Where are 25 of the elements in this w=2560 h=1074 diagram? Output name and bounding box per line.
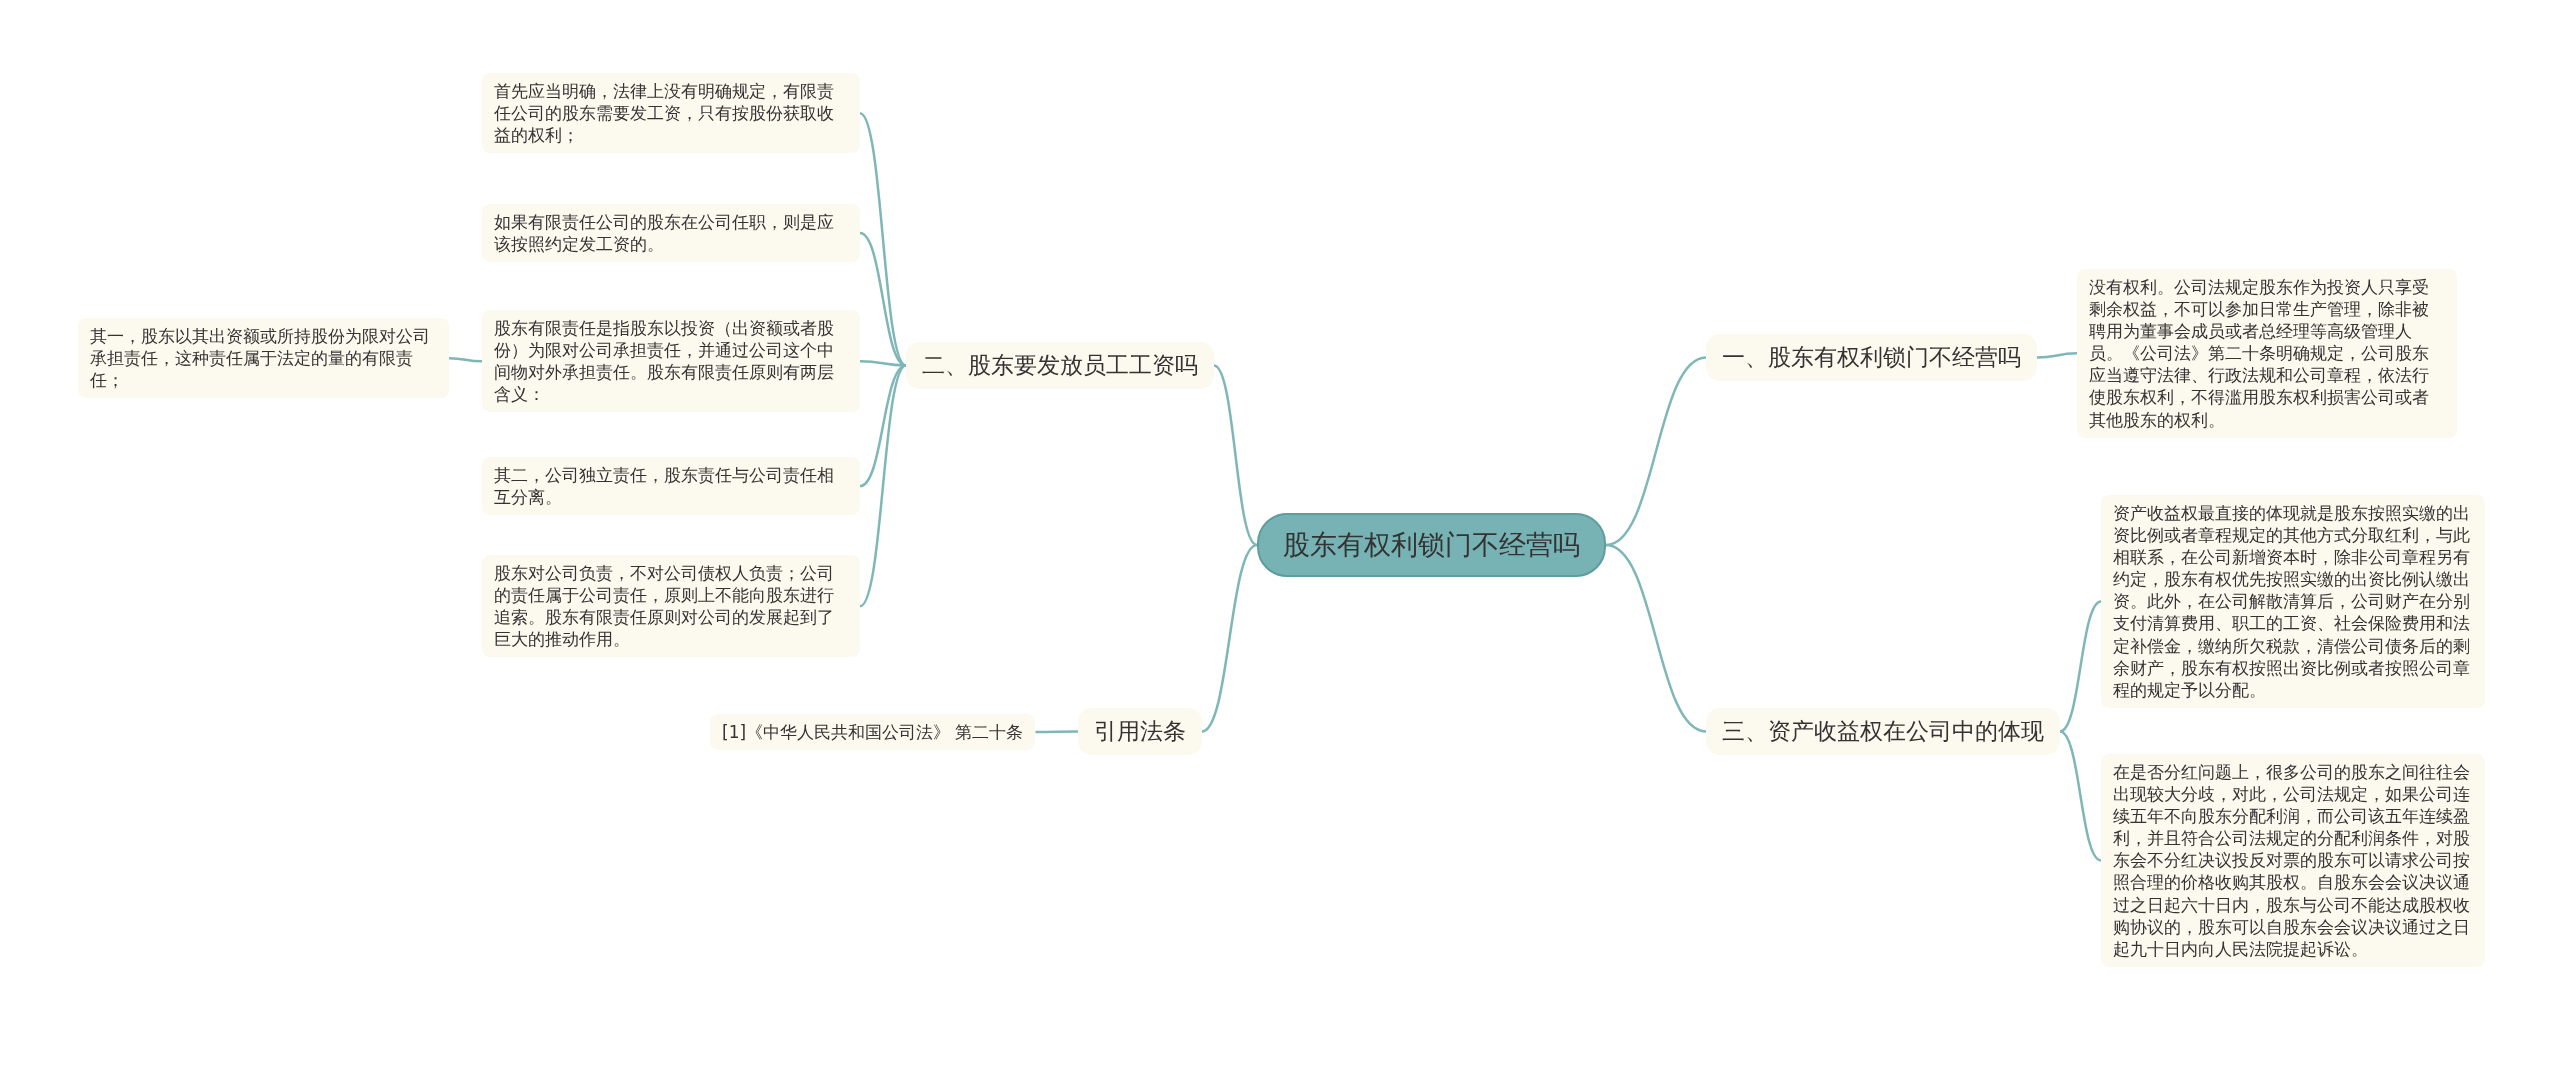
- connector-line: [2036, 352, 2078, 359]
- note-card: 股东有限责任是指股东以投资（出资额或者股份）为限对公司承担责任，并通过公司这个中间物对外承担责任。股东有限责任原则有两层含义：: [482, 310, 860, 413]
- connector-line: [2059, 730, 2102, 862]
- connector-line: [1213, 364, 1258, 546]
- central-topic: 股东有权利锁门不经营吗: [1257, 513, 1606, 577]
- connector-line: [2059, 600, 2102, 733]
- connector-line: [1605, 543, 1707, 733]
- note-card: 其二，公司独立责任，股东责任与公司责任相互分离。: [482, 457, 860, 516]
- note-card: 首先应当明确，法律上没有明确规定，有限责任公司的股东需要发工资，只有按股份获取收益的权利；: [482, 73, 860, 154]
- note-card: 在是否分红问题上，很多公司的股东之间往往会出现较大分歧，对此，公司法规定，如果公司连续五年不向股东分配利润，而公司该五年连续盈利，并且符合公司法规定的分配利润条件，对股东会不分红决议投反对票的股东可以请求公司按照合理的价格收购其股权。自股东会会议决议通过之日起六十日内，股东与公司不能达成股权收购协议的，股东可以自股东会会议决议通过之日起九十日内向人民法院提起诉讼。: [2101, 754, 2485, 967]
- connector-line: [1201, 543, 1258, 733]
- note-card: 其一，股东以其出资额或所持股份为限对公司承担责任，这种责任属于法定的量的有限责任；: [78, 318, 449, 399]
- note-card: 股东对公司负责，不对公司债权人负责；公司的责任属于公司责任，原则上不能向股东进行追索。股东有限责任原则对公司的发展起到了巨大的推动作用。: [482, 555, 860, 658]
- branch-topic: 三、资产收益权在公司中的体现: [1706, 708, 2060, 755]
- note-card: 资产收益权最直接的体现就是股东按照实缴的出资比例或者章程规定的其他方式分取红利，与此相联系，在公司新增资本时，除非公司章程另有约定，股东有权优先按照实缴的出资比例认缴出资。此外，在公司解散清算后，公司财产在分别支付清算费用、职工的工资、社会保险费用和法定补偿金，缴纳所欠税款，清偿公司债务后的剩余财产，股东有权按照出资比例或者按照公司章程的规定予以分配。: [2101, 495, 2485, 708]
- note-card: 没有权利。公司法规定股东作为投资人只享受剩余权益，不可以参加日常生产管理，除非被聘用为董事会成员或者总经理等高级管理人员。《公司法》第二十条明确规定，公司股东应当遵守法律、行政法规和公司章程，依法行使股东权利，不得滥用股东权利损害公司或者其他股东的权利。: [2077, 269, 2457, 438]
- branch-topic: 一、股东有权利锁门不经营吗: [1706, 334, 2037, 381]
- note-card: 如果有限责任公司的股东在公司任职，则是应该按照约定发工资的。: [482, 204, 860, 263]
- connector-line: [859, 364, 907, 608]
- connector-line: [1035, 730, 1078, 734]
- branch-topic: 引用法条: [1078, 708, 1202, 755]
- note-card: [1]《中华人民共和国公司法》 第二十条: [710, 714, 1036, 751]
- connector-line: [449, 356, 483, 363]
- connector-line: [1605, 356, 1707, 547]
- branch-topic: 二、股东要发放员工工资吗: [906, 342, 1214, 389]
